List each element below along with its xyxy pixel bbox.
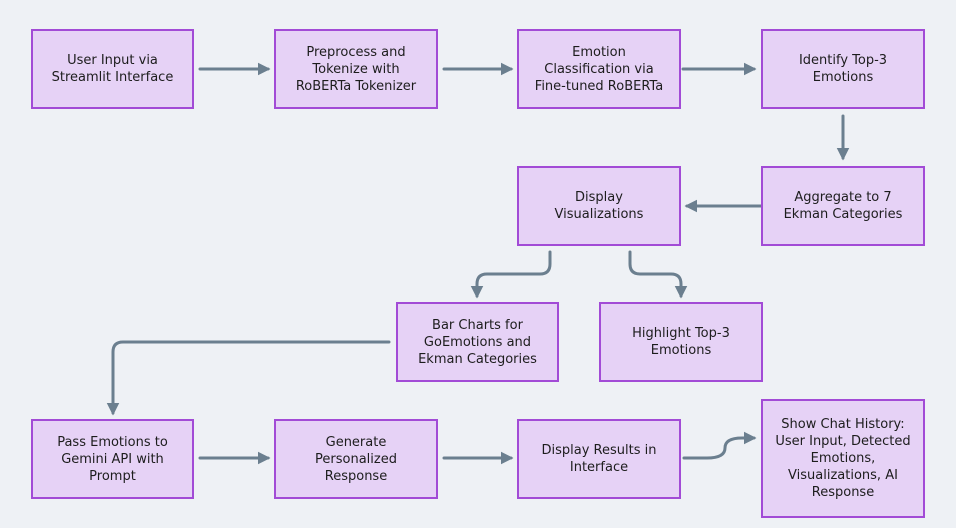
node-display-visualizations-label: Display Visualizations [554,190,644,222]
node-classify: Emotion Classification via Fine-tuned Ro… [517,29,681,109]
edge-display-results-to-chat-history [682,431,757,460]
node-generate-response-label: Generate Personalized Response [315,434,397,484]
node-pass-gemini: Pass Emotions to Gemini API with Prompt [31,419,194,499]
node-classify-label: Emotion Classification via Fine-tuned Ro… [534,44,664,94]
node-chat-history-label: Show Chat History: User Input, Detected … [775,417,911,500]
node-display-results-label: Display Results in Interface [541,443,657,475]
node-pass-gemini-label: Pass Emotions to Gemini API with Prompt [57,434,168,484]
node-preprocess: Preprocess and Tokenize with RoBERTa Tok… [274,29,438,109]
node-bar-charts-label: Bar Charts for GoEmotions and Ekman Cate… [418,317,537,367]
node-aggregate-label: Aggregate to 7 Ekman Categories [783,190,903,222]
node-user-input-label: User Input via Streamlit Interface [51,53,174,85]
node-top3-label: Identify Top-3 Emotions [798,53,888,85]
node-bar-charts: Bar Charts for GoEmotions and Ekman Cate… [396,302,559,382]
node-generate-response: Generate Personalized Response [274,419,438,499]
node-display-visualizations: Display Visualizations [517,166,681,246]
node-top3: Identify Top-3 Emotions [761,29,925,109]
edge-display-viz-to-bar-charts [470,250,552,299]
node-user-input: User Input via Streamlit Interface [31,29,194,109]
node-display-results: Display Results in Interface [517,419,681,499]
node-chat-history: Show Chat History: User Input, Detected … [761,399,925,518]
node-highlight-top3: Highlight Top-3 Emotions [599,302,763,382]
edge-display-viz-to-highlight [628,250,688,299]
node-preprocess-label: Preprocess and Tokenize with RoBERTa Tok… [295,44,417,94]
edge-bar-charts-to-pass-gemini [106,340,391,416]
node-aggregate: Aggregate to 7 Ekman Categories [761,166,925,246]
node-highlight-top3-label: Highlight Top-3 Emotions [632,326,730,358]
